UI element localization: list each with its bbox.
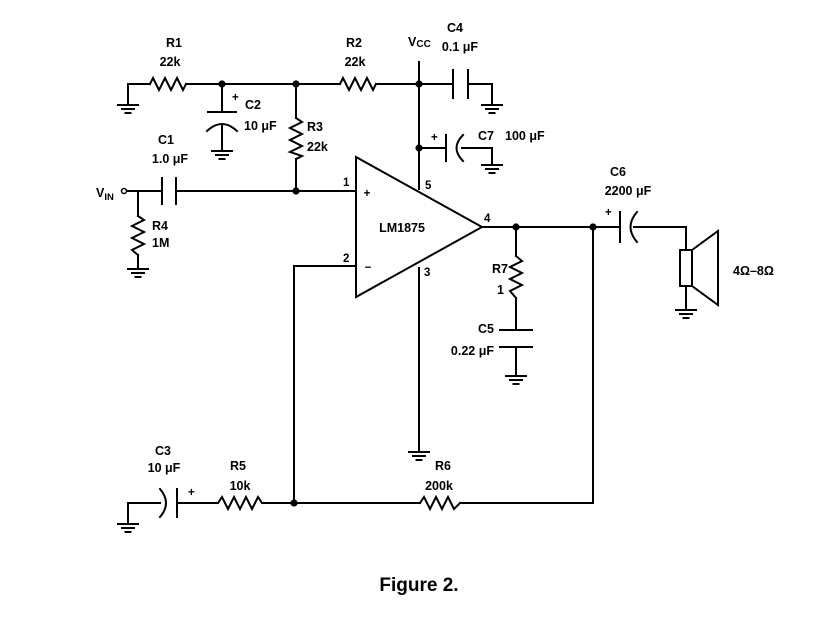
speaker-impedance: 4Ω–8Ω bbox=[733, 264, 774, 278]
r1-value: 22k bbox=[160, 55, 181, 69]
c3-polarity: + bbox=[188, 487, 195, 499]
r1-ref: R1 bbox=[166, 36, 182, 50]
capacitor-c1 bbox=[161, 177, 177, 205]
ground-icon bbox=[117, 104, 139, 114]
c5-ref: C5 bbox=[478, 322, 494, 336]
pin-4-label: 4 bbox=[484, 213, 491, 225]
noninverting-sign: + bbox=[364, 188, 371, 200]
component-labels: R1 22k R2 22k R3 22k R4 1M R5 10k R6 200… bbox=[96, 21, 774, 499]
c5-value: 0.22 μF bbox=[451, 344, 494, 358]
r6-ref: R6 bbox=[435, 459, 451, 473]
capacitor-c6 bbox=[619, 210, 639, 244]
ground-icon bbox=[505, 375, 527, 385]
wires bbox=[125, 61, 687, 524]
r5-ref: R5 bbox=[230, 459, 246, 473]
resistor-r4 bbox=[129, 214, 147, 257]
capacitor-c4 bbox=[452, 69, 469, 99]
ground-icon bbox=[481, 164, 503, 174]
c2-polarity: + bbox=[232, 92, 239, 104]
ground-icon bbox=[211, 150, 233, 160]
r5-value: 10k bbox=[230, 479, 251, 493]
r6-value: 200k bbox=[425, 479, 453, 493]
inverting-sign: − bbox=[365, 262, 372, 274]
c4-ref: C4 bbox=[447, 21, 463, 35]
c6-polarity: + bbox=[605, 207, 612, 219]
lm1875-amplifier: LM1875 + − 1 2 3 4 5 bbox=[343, 155, 491, 299]
c7-polarity: + bbox=[431, 132, 438, 144]
r7-value: 1 bbox=[497, 283, 504, 297]
pin-1-label: 1 bbox=[343, 177, 350, 189]
c7-value: 100 μF bbox=[505, 129, 545, 143]
resistor-r1 bbox=[148, 75, 188, 93]
vcc-sub: CC bbox=[416, 39, 430, 50]
c4-value: 0.1 μF bbox=[442, 40, 478, 54]
svg-text:VCC: VCC bbox=[408, 35, 431, 50]
svg-text:VIN: VIN bbox=[96, 186, 114, 203]
resistor-r2 bbox=[338, 75, 378, 93]
ground-icon bbox=[117, 523, 139, 533]
ground-icon bbox=[481, 104, 503, 114]
r4-value: 1M bbox=[152, 236, 169, 250]
r2-ref: R2 bbox=[346, 36, 362, 50]
ground-icon bbox=[127, 268, 149, 278]
vcc-main: V bbox=[408, 35, 417, 49]
capacitor-c2 bbox=[205, 111, 239, 133]
vin-sub: IN bbox=[104, 192, 114, 203]
pin-2-label: 2 bbox=[343, 253, 349, 265]
pin-3-label: 3 bbox=[424, 267, 430, 279]
capacitor-c3 bbox=[158, 487, 178, 519]
r3-value: 22k bbox=[307, 140, 328, 154]
r7-ref: R7 bbox=[492, 262, 508, 276]
vin-label: VIN bbox=[96, 186, 114, 203]
c2-ref: C2 bbox=[245, 98, 261, 112]
resistor-r6 bbox=[418, 494, 462, 512]
resistor-r7 bbox=[507, 254, 525, 300]
r2-value: 22k bbox=[345, 55, 366, 69]
speaker-icon bbox=[679, 229, 719, 307]
vin-main: V bbox=[96, 186, 105, 200]
c3-value: 10 μF bbox=[148, 461, 181, 475]
figure-caption: Figure 2. bbox=[379, 575, 458, 596]
c1-value: 1.0 μF bbox=[152, 152, 188, 166]
c3-ref: C3 bbox=[155, 444, 171, 458]
c2-value: 10 μF bbox=[244, 119, 277, 133]
c6-value: 2200 μF bbox=[605, 184, 652, 198]
pin-5-label: 5 bbox=[425, 180, 432, 192]
c6-ref: C6 bbox=[610, 165, 626, 179]
resistor-r5 bbox=[216, 494, 264, 512]
c1-ref: C1 bbox=[158, 133, 174, 147]
ground-icon bbox=[675, 309, 697, 319]
ic-name: LM1875 bbox=[379, 221, 425, 235]
capacitor-c5 bbox=[499, 329, 533, 348]
c7-ref: C7 bbox=[478, 129, 494, 143]
ground-icon bbox=[408, 451, 430, 461]
capacitor-c7 bbox=[445, 133, 465, 163]
r3-ref: R3 bbox=[307, 120, 323, 134]
junction-dots bbox=[218, 80, 597, 507]
vcc-label: VCC bbox=[408, 35, 431, 50]
resistor-r3 bbox=[287, 116, 305, 161]
r4-ref: R4 bbox=[152, 219, 168, 233]
